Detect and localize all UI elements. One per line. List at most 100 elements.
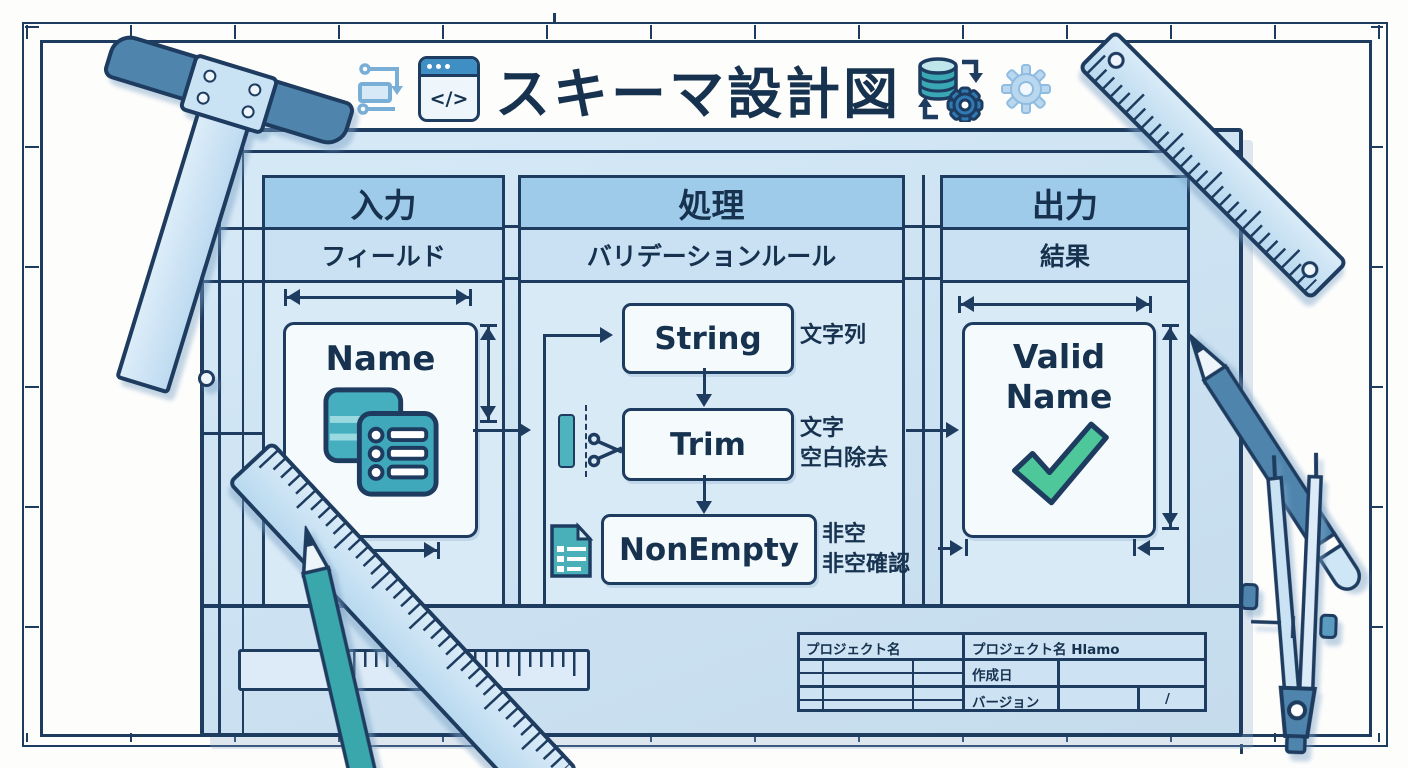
column-output-subheader: 結果: [943, 230, 1187, 283]
flow-connector: [543, 334, 603, 337]
flow-connector: [473, 429, 521, 432]
t-square: [85, 18, 385, 408]
dimension-line: [487, 326, 490, 421]
title-block-grid-line: [797, 672, 962, 674]
arrowhead: [600, 327, 613, 343]
arrowhead: [961, 296, 974, 312]
node-valid-name-label: Valid Name: [1006, 337, 1113, 417]
title-block-rule: [797, 658, 1207, 661]
node-nonempty: NonEmpty: [601, 514, 817, 585]
arrowhead: [1137, 540, 1150, 556]
gear-icon: [1001, 64, 1051, 114]
arrowhead: [950, 540, 963, 556]
arrowhead: [1162, 327, 1178, 340]
pencil-blue: [1187, 330, 1362, 591]
compass-icon: [1240, 452, 1338, 755]
title-block-version-value: /: [1165, 691, 1170, 707]
column-input-subheader: フィールド: [265, 230, 502, 283]
margin-tick: [204, 432, 262, 435]
dimension-endbar: [480, 420, 497, 423]
dimension-endbar: [480, 324, 497, 327]
node-name-label: Name: [325, 339, 436, 379]
dimension-endbar: [1162, 324, 1179, 327]
arrowhead: [696, 501, 712, 514]
column-output-header: 出力: [943, 178, 1187, 230]
note-nonempty-line1: 非空: [822, 522, 867, 547]
gutter-tick: [905, 225, 941, 228]
checkmark-icon: [1011, 421, 1109, 506]
code-window-icon: </>: [417, 56, 480, 122]
title-block-right-header: プロジェクト名 Hlamo: [972, 642, 1120, 658]
column-process-subheader: バリデーションルール: [521, 230, 902, 283]
title-block-version-label: バージョン: [972, 695, 1040, 711]
page-header: </> スキーマ設計図: [0, 46, 1408, 132]
arrowhead: [518, 422, 531, 438]
pencil-teal: [300, 523, 386, 768]
panel-top-rule: [204, 150, 1239, 153]
note-nonempty: 非空 非空確認: [822, 520, 910, 580]
dimension-endbar: [965, 539, 968, 556]
title-block-grid-line: [797, 699, 962, 701]
arrowhead: [1136, 296, 1149, 312]
sheet-outer-border: [22, 22, 1388, 747]
page-title: スキーマ設計図: [494, 62, 901, 126]
flow-connector: [906, 429, 950, 432]
cut-dashed-line: [585, 405, 587, 477]
title-block-left-header: プロジェクト名: [806, 642, 901, 658]
margin-tick: [204, 227, 262, 230]
dimension-endbar: [1133, 539, 1136, 556]
arrowhead: [287, 289, 300, 305]
flow-connector: [703, 475, 706, 505]
node-string: String: [622, 303, 794, 374]
window-dot: [426, 64, 432, 69]
valid-line2: Name: [1005, 377, 1113, 416]
dimension-endbar: [437, 542, 440, 559]
arrowhead: [946, 422, 959, 438]
arrowhead: [480, 406, 496, 419]
valid-line1: Valid: [1012, 337, 1106, 376]
arrowhead: [1162, 513, 1178, 526]
gutter-tick: [505, 225, 519, 228]
dimension-line: [938, 547, 952, 550]
title-block-grid-line: [1137, 685, 1140, 712]
title-block-date-label: 作成日: [972, 668, 1013, 684]
screw: [246, 81, 263, 98]
note-trim-line2: 空白除去: [800, 446, 889, 471]
window-dot: [435, 64, 441, 69]
arrowhead: [456, 289, 469, 305]
note-string: 文字列: [800, 323, 867, 348]
frame-segment-band-left: [25, 26, 39, 732]
dimension-endbar: [469, 289, 472, 306]
node-trim: Trim: [622, 408, 794, 481]
frame-segment-band-top: [26, 25, 1380, 39]
node-name: Name: [283, 322, 478, 538]
dimension-line: [1150, 547, 1164, 550]
arrowhead: [424, 542, 437, 558]
gutter-tick: [505, 277, 519, 280]
screw: [201, 68, 219, 85]
document-icon: [550, 522, 594, 578]
trim-strip-icon: [558, 414, 575, 468]
arrowhead: [480, 327, 496, 340]
gutter-rule: [922, 175, 925, 605]
dimension-endbar: [1162, 527, 1179, 530]
column-input-header: 入力: [265, 178, 502, 230]
note-trim: 文字 空白除去: [800, 414, 888, 474]
flow-connector: [703, 368, 706, 398]
code-glyph: </>: [429, 88, 469, 110]
flow-connector: [543, 334, 546, 605]
title-block-grid-line: [962, 685, 1207, 688]
dimension-line: [960, 303, 1150, 306]
screw: [239, 103, 257, 120]
screw: [195, 90, 212, 107]
frame-centering-tick: [1240, 744, 1243, 754]
code-window-titlebar: [420, 59, 477, 77]
window-dot: [444, 64, 450, 69]
frame-segment-band-bottom: [26, 733, 1380, 742]
dimension-line: [320, 549, 438, 552]
gutter-tick: [905, 277, 941, 280]
dimension-endbar: [284, 289, 287, 306]
database-sync-gear-icon: [918, 57, 984, 122]
note-trim-line1: 文字: [800, 416, 845, 441]
